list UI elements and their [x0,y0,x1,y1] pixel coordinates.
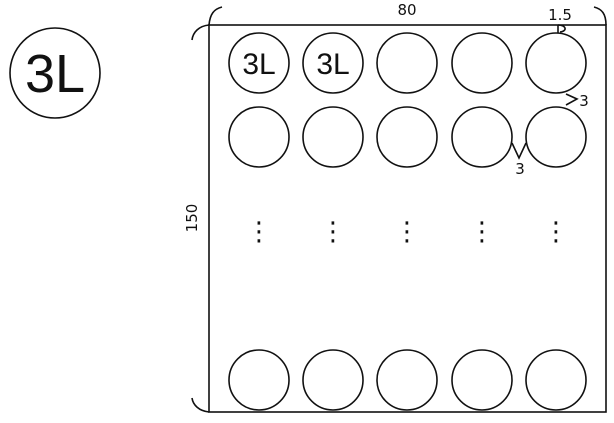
label-circle [228,32,290,94]
large-label-sample: 3L [9,27,101,119]
column-gap-label: 3 [515,160,525,178]
vertical-ellipsis: ⋮ [246,217,272,247]
width-dimension-label: 80 [397,1,416,19]
label-circle [302,32,364,94]
label-circle-text: 3L [316,48,349,81]
height-dimension-label: 150 [183,204,201,233]
vertical-ellipsis: ⋮ [469,217,495,247]
label-row-1: 3L 3L [228,32,587,94]
label-circle-text: 3L [242,48,275,81]
label-circle [451,106,513,168]
column-gap-marker [511,142,527,160]
label-circle [376,349,438,411]
edge-margin-label: 1.5 [548,6,572,24]
label-circle [228,349,290,411]
label-row-last [228,349,587,411]
row-gap-label: 3 [579,92,589,110]
label-row-2 [228,106,587,168]
label-circle [302,349,364,411]
edge-margin-marker [557,24,566,33]
label-circle [376,106,438,168]
height-dimension-bracket-bottom [191,397,210,413]
label-circle [302,106,364,168]
label-circle [376,32,438,94]
label-circle [525,32,587,94]
sheet-outline [208,24,607,413]
large-label-text: 3L [25,44,85,104]
label-circle [451,349,513,411]
vertical-ellipsis: ⋮ [394,217,420,247]
width-dimension-bracket-right [593,6,607,26]
row-gap-marker [565,93,579,106]
vertical-ellipsis: ⋮ [543,217,569,247]
label-circle [228,106,290,168]
vertical-ellipsis: ⋮ [320,217,346,247]
width-dimension-bracket-left [208,6,223,26]
height-dimension-bracket-top [191,24,210,41]
label-circle [525,349,587,411]
label-circle [525,106,587,168]
large-label-circle [9,27,101,119]
label-circle [451,32,513,94]
continuation-dots: ⋮ ⋮ ⋮ ⋮ ⋮ [246,217,569,247]
